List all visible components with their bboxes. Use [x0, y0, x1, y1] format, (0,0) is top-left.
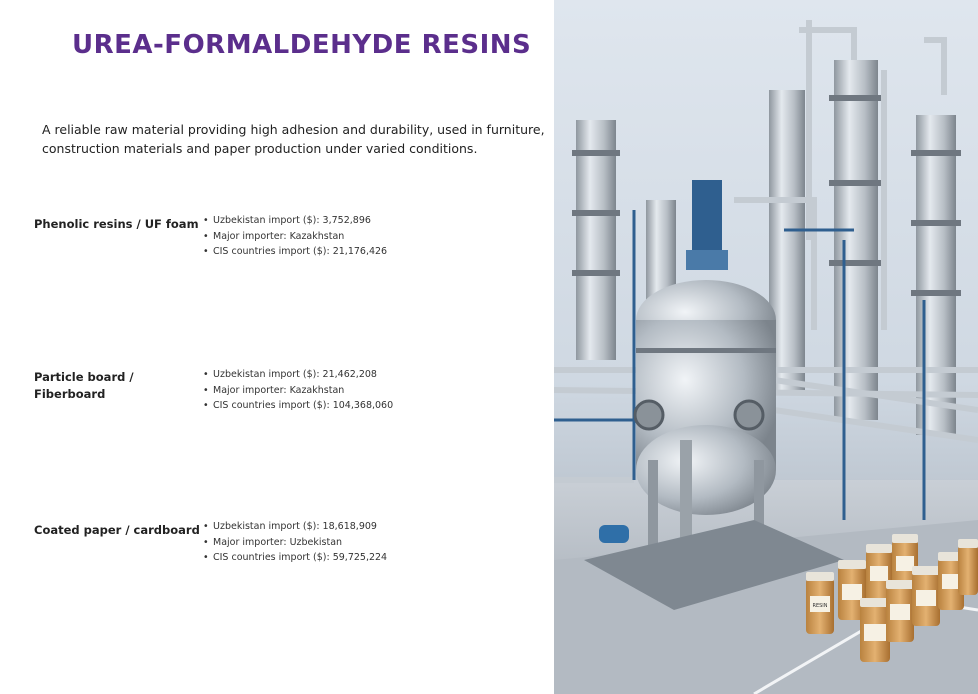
section-bullets-particle-board: Uzbekistan import ($): 21,462,208 Major …: [203, 367, 393, 414]
jar-label: RESIN: [812, 603, 827, 609]
industrial-plant-image: RESIN: [554, 0, 978, 694]
section-label-line: Fiberboard: [34, 387, 106, 401]
overhead-pipes: [554, 20, 978, 483]
section-bullets-phenolic: Uzbekistan import ($): 3,752,896 Major i…: [203, 213, 387, 260]
section-label-line: Particle board /: [34, 370, 134, 384]
intro-line-1: A reliable raw material providing high a…: [42, 122, 545, 137]
section-label-line: Coated paper / cardboard: [34, 523, 200, 537]
bullet-item: CIS countries import ($): 104,368,060: [203, 398, 393, 414]
intro-paragraph: A reliable raw material providing high a…: [42, 120, 545, 158]
bullet-item: CIS countries import ($): 21,176,426: [203, 244, 387, 260]
text-panel: UREA-FORMALDEHYDE RESINS A reliable raw …: [0, 0, 552, 694]
blue-frame: [554, 210, 926, 520]
resin-jars: RESIN: [806, 534, 978, 662]
agitator-motor: [692, 180, 722, 260]
bullet-item: Uzbekistan import ($): 18,618,909: [203, 519, 387, 535]
bullet-item: CIS countries import ($): 59,725,224: [203, 550, 387, 566]
section-label-line: Phenolic resins / UF foam: [34, 217, 199, 231]
section-label-coated-paper: Coated paper / cardboard: [34, 522, 200, 539]
section-bullets-coated-paper: Uzbekistan import ($): 18,618,909 Major …: [203, 519, 387, 566]
reactor-base: [584, 520, 844, 610]
page-title: UREA-FORMALDEHYDE RESINS: [72, 30, 532, 60]
reactor-illustration: RESIN: [554, 20, 978, 694]
intro-line-2: construction materials and paper product…: [42, 141, 478, 156]
bullet-item: Uzbekistan import ($): 3,752,896: [203, 213, 387, 229]
section-label-particle-board: Particle board / Fiberboard: [34, 369, 134, 403]
bullet-item: Major importer: Kazakhstan: [203, 229, 387, 245]
reactor-vessel: [633, 280, 776, 580]
pump: [599, 525, 629, 543]
bullet-item: Uzbekistan import ($): 21,462,208: [203, 367, 393, 383]
bullet-item: Major importer: Kazakhstan: [203, 383, 393, 399]
bullet-item: Major importer: Uzbekistan: [203, 535, 387, 551]
section-label-phenolic: Phenolic resins / UF foam: [34, 216, 199, 233]
